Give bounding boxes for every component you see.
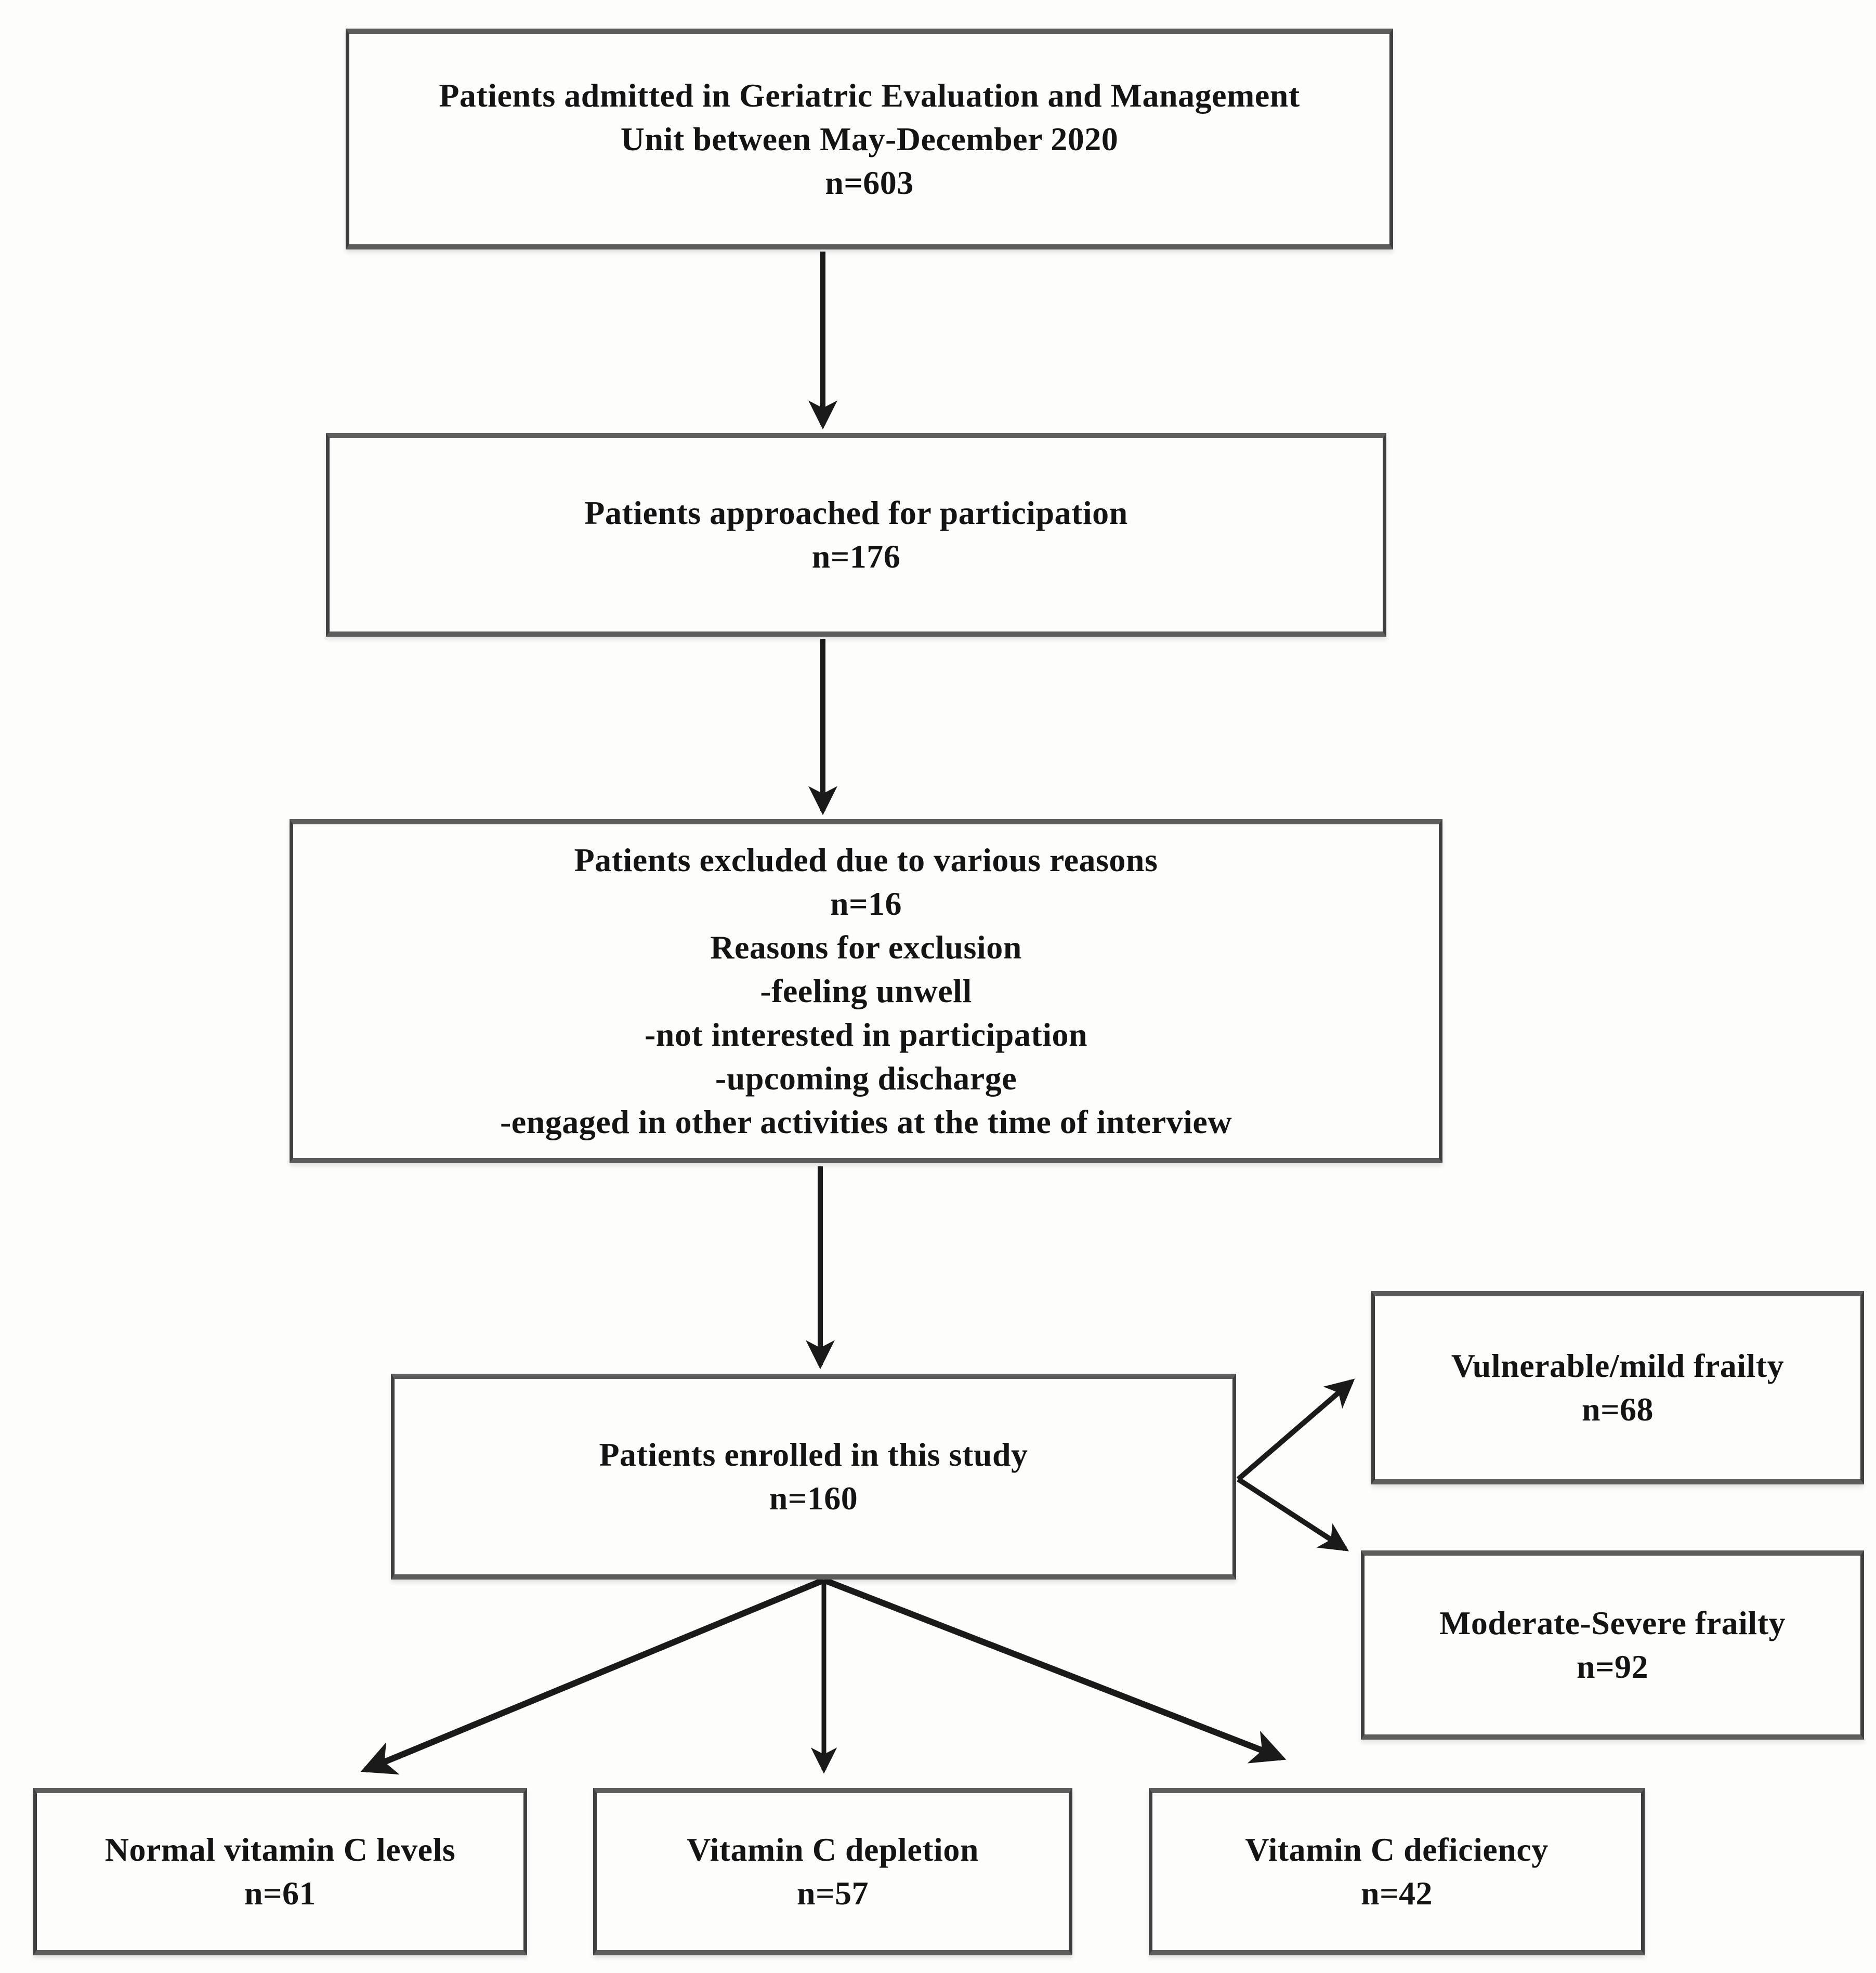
box-line: Vitamin C deficiency (1245, 1831, 1549, 1868)
flow-box-moderate-severe-frailty: Moderate-Severe frailty n=92 (1361, 1550, 1864, 1740)
box-line: Vitamin C depletion (687, 1831, 979, 1868)
box-line: n=603 (825, 164, 914, 201)
flow-box-approached: Patients approached for participation n=… (326, 433, 1386, 637)
box-line: Normal vitamin C levels (104, 1831, 456, 1868)
box-line: Unit between May-December 2020 (620, 120, 1119, 157)
box-line: n=160 (769, 1480, 858, 1517)
box-line: Moderate-Severe frailty (1439, 1604, 1786, 1641)
box-line: Reasons for exclusion (710, 929, 1022, 966)
box-line: Patients enrolled in this study (599, 1436, 1028, 1473)
box-line: n=42 (1360, 1875, 1433, 1912)
flow-box-vulnerable-mild-frailty: Vulnerable/mild frailty n=68 (1371, 1291, 1864, 1484)
box-line: n=57 (796, 1875, 869, 1912)
box-line: Patients approached for participation (584, 494, 1128, 531)
arrow-enrolled-to-normal (360, 1577, 825, 1775)
box-line: -engaged in other activities at the time… (500, 1103, 1232, 1140)
flow-box-vitamin-c-deficiency: Vitamin C deficiency n=42 (1149, 1788, 1645, 1955)
box-line: Patients excluded due to various reasons (574, 841, 1158, 878)
box-line: -feeling unwell (760, 972, 972, 1009)
arrow-enrolled-to-moderate (1237, 1477, 1349, 1551)
flow-box-normal-vitamin-c: Normal vitamin C levels n=61 (33, 1788, 527, 1955)
box-line: n=176 (811, 538, 901, 575)
arrow-enrolled-to-deficiency (822, 1577, 1287, 1764)
box-line: Patients admitted in Geriatric Evaluatio… (439, 76, 1300, 114)
flow-box-vitamin-c-depletion: Vitamin C depletion n=57 (593, 1788, 1072, 1955)
flow-box-excluded: Patients excluded due to various reasons… (290, 819, 1442, 1163)
box-line: Vulnerable/mild frailty (1451, 1347, 1785, 1384)
flow-box-enrolled: Patients enrolled in this study n=160 (391, 1374, 1236, 1580)
box-line: -not interested in participation (644, 1016, 1088, 1053)
flow-box-admitted: Patients admitted in Geriatric Evaluatio… (346, 29, 1393, 249)
box-line: -upcoming discharge (715, 1060, 1017, 1097)
box-line: n=16 (830, 885, 902, 922)
box-line: n=92 (1576, 1648, 1649, 1685)
box-line: n=68 (1581, 1391, 1654, 1428)
arrow-enrolled-to-vulnerable (1236, 1378, 1355, 1481)
box-line: n=61 (244, 1875, 317, 1912)
